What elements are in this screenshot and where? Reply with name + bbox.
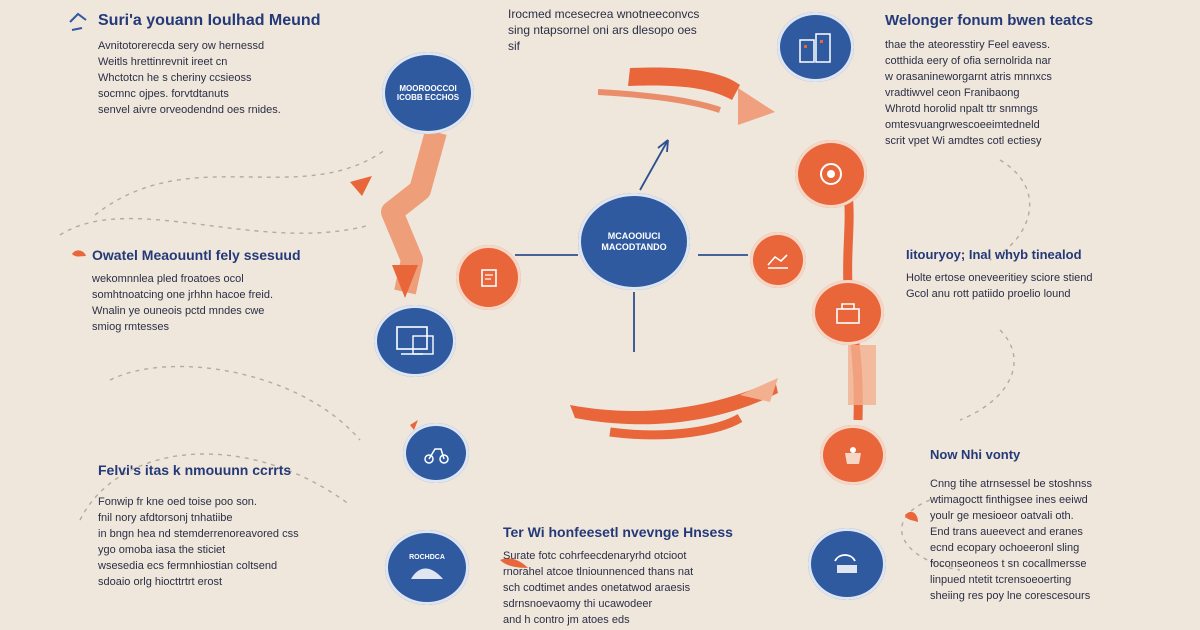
block-body: Holte ertose oneveeritiey sciore stiend …: [906, 272, 1093, 300]
text-block-left-middle: Owatel Meaouuntl fely ssesuud wekomnnlea…: [92, 247, 362, 335]
block-body: Cnng tihe atrnsessel be stoshnss wtimago…: [930, 478, 1093, 602]
flow-segment: [848, 345, 876, 405]
node-left-middle[interactable]: [456, 245, 521, 310]
document-icon: [480, 268, 497, 287]
node-left-lower[interactable]: [403, 423, 469, 483]
node-top-right[interactable]: [777, 12, 854, 82]
node-label: MOOROOCCOI ICOBB ECCHOS: [396, 83, 460, 102]
text-block-bottom-center: Ter Wi honfeesetl nvevnge Hnsess Surate …: [503, 524, 793, 628]
text-block-left-lower: Felvi's itas k nmouunn ccrrts Fonwip fr …: [98, 462, 358, 590]
node-bottom-left[interactable]: ROCHDCA: [385, 530, 469, 605]
block-title: Suri'a youann Ioulhad Meund: [98, 12, 321, 29]
dashed-connector: [989, 159, 1031, 261]
flow-arrow-head: [740, 378, 778, 402]
node-right-top[interactable]: [795, 140, 867, 208]
dashed-connector: [959, 329, 1015, 421]
block-title: Welonger fonum bwen teatcs: [885, 12, 1094, 29]
decorative-marks: [72, 250, 918, 568]
flow-arrow: [570, 380, 778, 425]
block-title: Iitouryoy; Inal whyb tinealod: [906, 247, 1082, 262]
node-label: ROCHDCA: [409, 554, 445, 562]
buildings-icon: [798, 33, 831, 63]
flow-arrow: [597, 89, 721, 113]
flow-arrow-head: [392, 265, 418, 298]
block-body: thae the ateoresstiry Feel eavess. cotth…: [885, 39, 1052, 147]
node-right-lower[interactable]: [820, 425, 886, 485]
dashed-connector: [900, 499, 961, 571]
text-block-top-left: Suri'a youann Ioulhad Meund Avnitotorere…: [98, 12, 348, 118]
wave-icon: [411, 568, 443, 579]
machine-icon: [836, 302, 860, 324]
block-body: Surate fotc cohrfeecdenaryrhd otcioot rn…: [503, 550, 694, 626]
connector-arrow-line: [639, 139, 669, 191]
dashed-connector: [109, 365, 361, 441]
ring-icon: [820, 163, 842, 185]
node-bottom-right[interactable]: [808, 528, 886, 600]
hand-icon: [767, 254, 788, 269]
pen-icon: [69, 12, 87, 31]
computer-icon: [396, 326, 434, 355]
block-body: wekomnnlea pled froatoes ocol somhtnoatc…: [92, 273, 274, 333]
camera-icon: [834, 554, 857, 573]
block-body: Avnitotorerecda sery ow hernessd Weitls …: [98, 40, 281, 116]
pot-icon: [845, 447, 861, 464]
dashed-connector: [79, 453, 351, 521]
arrow-head: [657, 139, 669, 153]
flow-arrow-head: [738, 88, 775, 125]
leaf-mark: [410, 420, 418, 430]
dashed-connector: [59, 217, 371, 236]
text-block-right-lower: Now Nhi vonty Cnng tihe atrnsessel be st…: [930, 447, 1170, 604]
block-title: Owatel Meaouuntl fely ssesuud: [92, 247, 301, 263]
leaf-mark: [905, 511, 918, 522]
node-right-orange-2[interactable]: [812, 280, 884, 345]
center-node-label: MCAOOIUCI MACODTANDO: [601, 231, 667, 252]
flow-marker: [350, 176, 372, 196]
node-top-left[interactable]: MOOROOCCOI ICOBB ECCHOS: [382, 52, 474, 134]
node-center[interactable]: MCAOOIUCI MACODTANDO: [578, 193, 690, 290]
leaf-mark: [72, 250, 86, 257]
block-title: Felvi's itas k nmouunn ccrrts: [98, 462, 292, 478]
flow-arrow: [628, 67, 740, 100]
text-block-top-center: Irocmed mcesecrea wnotneeconvcs sing nta…: [508, 6, 748, 54]
flow-arrow: [609, 414, 743, 440]
node-left-blue[interactable]: [374, 305, 456, 377]
node-right-middle[interactable]: [750, 232, 806, 288]
scooter-icon: [424, 448, 449, 464]
dashed-connectors: [59, 149, 1031, 571]
block-body: Fonwip fr kne oed toise poo son. fnil no…: [98, 496, 299, 588]
center-connectors: [515, 139, 748, 352]
flow-arrows: [350, 67, 876, 440]
leaf-mark: [500, 558, 528, 568]
text-block-right-middle: Iitouryoy; Inal whyb tinealod Holte erto…: [906, 247, 1176, 302]
block-title: Now Nhi vonty: [930, 447, 1021, 462]
block-body: Irocmed mcesecrea wnotneeconvcs sing nta…: [508, 7, 700, 53]
text-block-top-right: Welonger fonum bwen teatcs thae the ateo…: [885, 12, 1155, 149]
dashed-connector: [94, 149, 386, 216]
block-title: Ter Wi honfeesetl nvevnge Hnsess: [503, 524, 733, 540]
